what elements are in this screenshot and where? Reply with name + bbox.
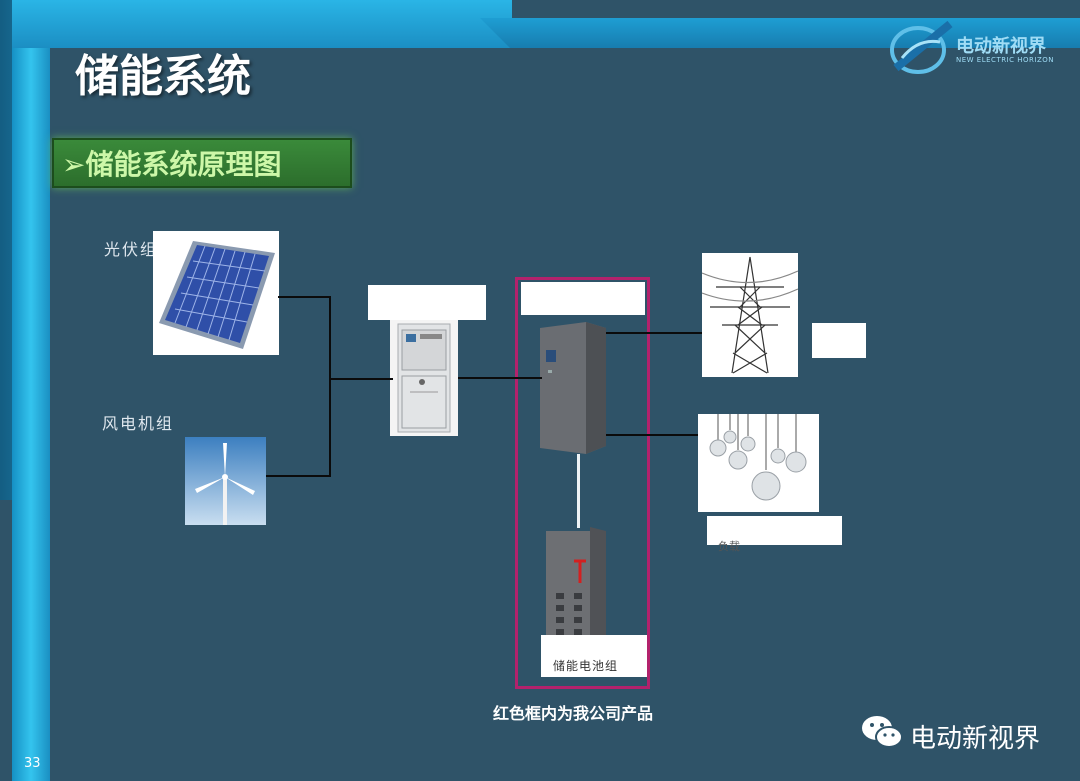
dc-bus-vertical	[329, 296, 331, 477]
battery-label-box	[541, 635, 647, 677]
grid-label-box	[812, 323, 866, 358]
wind-turbine-icon	[195, 443, 255, 525]
wechat-watermark: 电动新视界	[860, 712, 1070, 756]
solar-panel-image	[153, 231, 279, 355]
company-product-highlight-frame	[515, 277, 650, 689]
brand-logo: 电动新视界 NEW ELECTRIC HORIZON	[888, 18, 1068, 78]
pcs-cabinet-image	[540, 322, 606, 454]
switchgear-label-box	[368, 285, 486, 320]
frame-top-bar	[12, 0, 512, 48]
wind-wire	[266, 475, 331, 477]
grid-tower-image	[701, 253, 799, 377]
page-number: 33	[24, 756, 41, 771]
wechat-icon	[862, 716, 903, 748]
logo-globe-icon	[890, 20, 953, 74]
section-subtitle: ➢储能系统原理图	[62, 148, 282, 181]
load-bulbs-image	[698, 414, 819, 512]
load-label: 负载	[718, 540, 740, 553]
highlight-caption: 红色框内为我公司产品	[493, 704, 654, 723]
battery-cabinet-image	[546, 527, 606, 653]
load-label-box	[707, 516, 842, 545]
bus-to-switchgear-wire	[331, 378, 393, 380]
subtitle-banner	[52, 138, 352, 188]
switchgear-to-pcs-wire	[458, 377, 542, 379]
switchgear-icon	[397, 323, 451, 433]
battery-cabinet-icon	[546, 527, 606, 653]
page-title: 储能系统	[75, 51, 251, 102]
pcs-cabinet-icon	[540, 322, 606, 454]
wind-turbine-image	[185, 437, 266, 525]
pv-label: 光伏组	[104, 240, 159, 259]
wind-label: 风电机组	[102, 414, 175, 433]
solar-panel-icon	[159, 241, 275, 349]
watermark-text: 电动新视界	[910, 724, 1041, 754]
pv-wire	[278, 296, 331, 298]
logo-name: 电动新视界	[956, 36, 1046, 57]
logo-tagline: NEW ELECTRIC HORIZON	[956, 56, 1054, 64]
pcs-battery-link	[577, 454, 580, 528]
frame-left-bar	[12, 0, 50, 781]
pcs-label-box	[521, 282, 645, 315]
switchgear-cabinet-image	[390, 320, 458, 436]
light-bulbs-icon	[709, 414, 807, 501]
power-tower-icon	[701, 256, 799, 374]
battery-label: 储能电池组	[553, 659, 619, 673]
pcs-to-load-wire	[606, 434, 698, 436]
pcs-to-grid-wire	[606, 332, 702, 334]
